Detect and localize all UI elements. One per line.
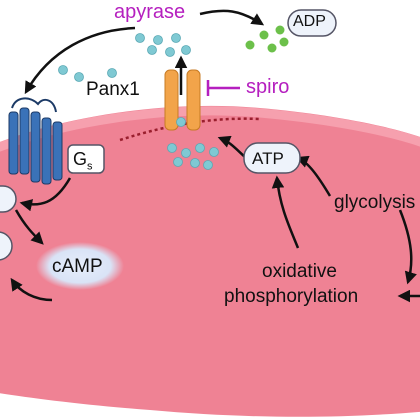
- panx1-label: Panx1: [86, 79, 140, 100]
- arrow-oxphos-to-atp: [271, 175, 300, 249]
- adp-node: [287, 9, 337, 37]
- glycolysis-label: glycolysis: [334, 192, 416, 213]
- phosphorylation-label: phosphorylation: [224, 286, 359, 307]
- pannexin-channel-icon: [164, 55, 201, 131]
- arrow-gs-to-ac: [19, 177, 72, 212]
- camp-glow: [36, 242, 124, 290]
- atp-node: [243, 142, 301, 174]
- camp-label: cAMP: [52, 256, 103, 277]
- arrow-atp-to-receptor: [24, 26, 136, 95]
- atp-label: ATP: [252, 149, 284, 168]
- gs-label-sub: s: [87, 160, 93, 173]
- arrow-apyrase-to-adp: [199, 9, 265, 26]
- gpcr-receptor-icon: [8, 97, 63, 185]
- apyrase-label: apyrase: [114, 1, 186, 23]
- adp-dots: [245, 25, 289, 53]
- arrow-ac-to-camp: [14, 209, 44, 245]
- extracellular-atp-dots: [58, 33, 191, 82]
- oxidative-label: oxidative: [262, 261, 337, 282]
- cell-body: [0, 105, 420, 417]
- gs-label-main: G: [73, 149, 88, 169]
- arrow-glycolysis-down: [398, 209, 417, 285]
- intracellular-atp-dots: [167, 143, 219, 170]
- gs-label: Gs: [73, 150, 93, 173]
- adenylyl-cyclase-node: [0, 185, 17, 213]
- spiro-inhibition-mark: [206, 80, 240, 96]
- gs-box: [67, 144, 105, 174]
- spiro-label: spiro: [246, 76, 290, 98]
- pka-node: [0, 231, 13, 261]
- arrow-camp-to-pka: [10, 277, 53, 302]
- adp-label: ADP: [293, 13, 326, 30]
